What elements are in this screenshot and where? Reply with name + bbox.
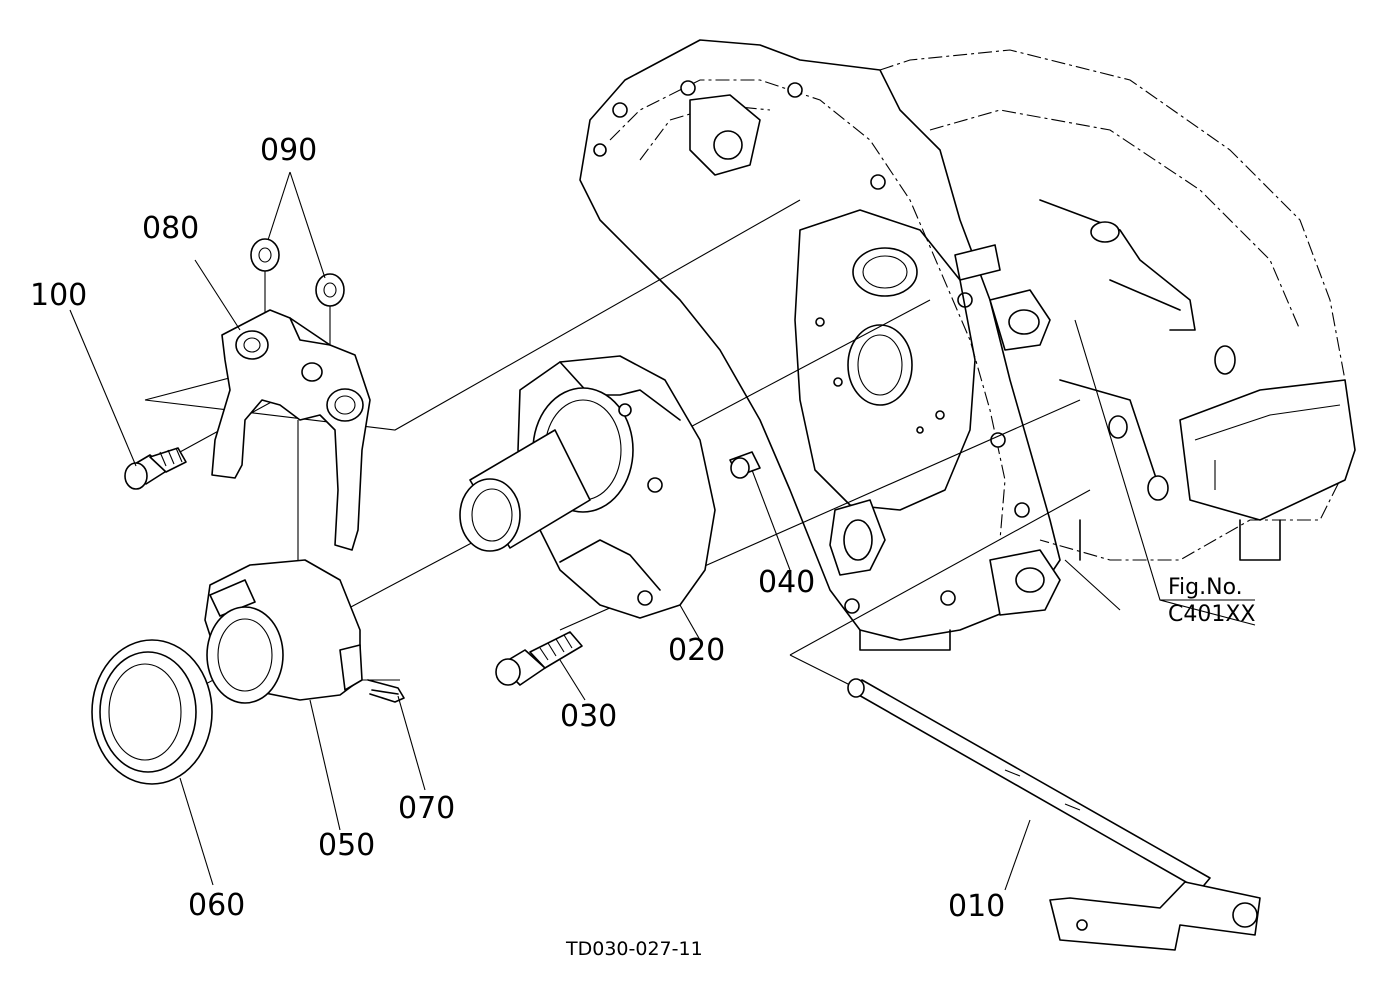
label-070: 070: [398, 791, 455, 826]
label-010: 010: [948, 889, 1005, 924]
label-030: 030: [560, 699, 617, 734]
part-060-bearing: [91, 639, 213, 785]
part-020-release-hub: [459, 355, 716, 619]
part-number-labels: 010 020 030 040 050 070 060 080 090 100: [30, 133, 1005, 924]
label-100: 100: [30, 278, 87, 313]
label-080: 080: [142, 211, 199, 246]
label-050: 050: [318, 828, 375, 863]
part-100-bolt: [124, 447, 187, 490]
fig-number-label: Fig.No.: [1168, 575, 1243, 600]
label-040: 040: [758, 565, 815, 600]
clutch-housing: [579, 39, 1356, 651]
label-090: 090: [260, 133, 317, 168]
part-010-release-shaft: [847, 678, 1261, 951]
part-080-release-fork: [211, 309, 371, 551]
part-070-clip: [367, 679, 405, 703]
figure-reference: Fig.No. C401XX TD030-027-11: [565, 575, 1256, 960]
label-020: 020: [668, 633, 725, 668]
fig-number-code: C401XX: [1168, 602, 1256, 627]
part-050-bearing-holder: [204, 559, 363, 704]
drawing-id: TD030-027-11: [565, 938, 703, 960]
part-040-pin: [729, 451, 761, 479]
part-090-washers: [250, 238, 345, 307]
leader-lines: [69, 171, 1256, 891]
label-060: 060: [188, 888, 245, 923]
part-030-bolt: [495, 631, 583, 686]
